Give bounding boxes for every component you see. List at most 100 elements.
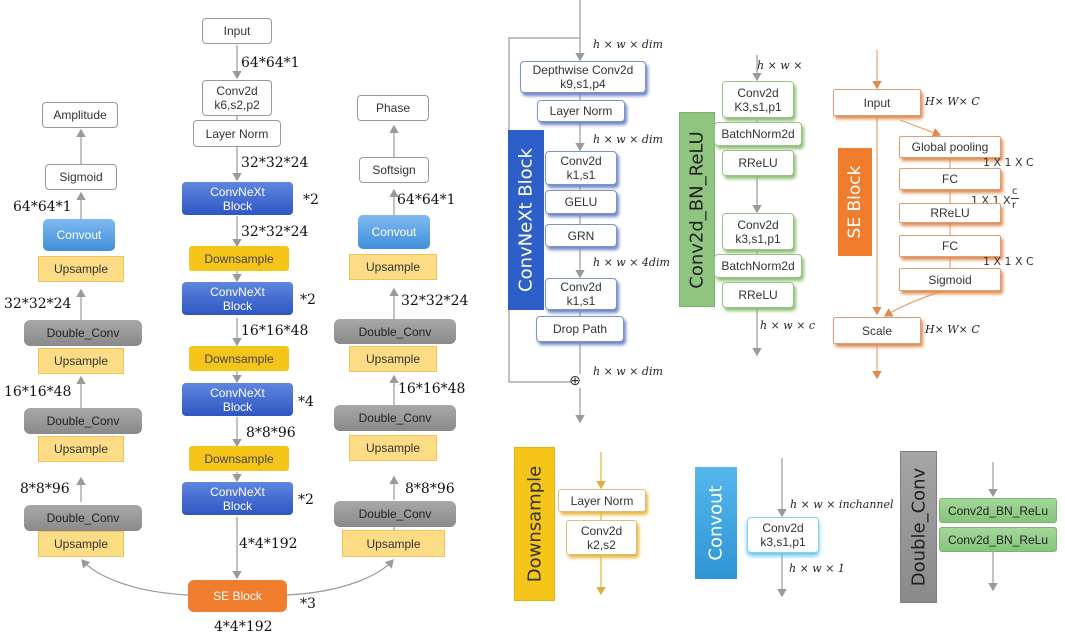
dim-label: 1 X 1 X C (983, 255, 1034, 268)
convout-title: Convout (705, 485, 727, 561)
conv2d-bn-relu-node: Conv2d_BN_ReLu (939, 498, 1057, 523)
fraction-denominator: r (1012, 200, 1017, 211)
fraction-bar (1011, 198, 1019, 199)
convout-node: Convout (43, 219, 115, 251)
shape-label: 4*4*192 (239, 536, 298, 552)
shape-label: 32*32*24 (4, 296, 72, 312)
downsample-node: Downsample (189, 346, 289, 371)
dim-label: h × w × c (760, 319, 816, 332)
convnext-block-node: ConvNeXt Block (182, 182, 293, 215)
conv2d-node: Conv2d k6,s2,p2 (202, 80, 272, 116)
fc-node: FC (899, 168, 1001, 190)
se-block-node: SE Block (188, 580, 287, 612)
dim-label: h × w × dim (593, 133, 663, 146)
double-conv-node: Double_Conv (334, 319, 456, 344)
layer-norm-node: Layer Norm (558, 489, 646, 512)
dim-label: h × w × dim (593, 38, 663, 51)
conv2d-node: Conv2d K3,s1,p1 (722, 81, 794, 118)
shape-label: 16*16*48 (241, 323, 309, 339)
amplitude-output-node: Amplitude (42, 102, 118, 128)
downsample-node: Downsample (189, 246, 289, 271)
repeat-label: *4 (298, 394, 314, 410)
double-conv-title-bar: Double_Conv (900, 451, 937, 603)
downsample-title: Downsample (524, 465, 545, 583)
conv2d-bn-relu-title: Conv2d_BN_ReLU (686, 130, 708, 289)
repeat-label: *2 (298, 492, 314, 508)
se-block-title: SE Block (845, 165, 865, 239)
upsample-node: Upsample (38, 531, 124, 557)
dim-label: h × w × 1 (789, 562, 845, 575)
conv2d-node: Conv2d k3,s1,p1 (747, 517, 819, 553)
conv2d-node: Conv2d k1,s1 (545, 278, 617, 310)
shape-label: 32*32*24 (241, 155, 309, 171)
rrelu-node: RReLU (899, 203, 1001, 223)
convnext-block-node: ConvNeXt Block (182, 383, 293, 416)
upsample-node: Upsample (349, 254, 437, 280)
convnext-block-node: ConvNeXt Block (182, 482, 293, 515)
se-block-title-bar: SE Block (838, 148, 872, 256)
drop-path-node: Drop Path (536, 316, 624, 342)
layer-norm-node: Layer Norm (193, 120, 281, 147)
se-input-node: Input (833, 89, 921, 116)
double-conv-node: Double_Conv (334, 501, 456, 527)
shape-label: 8*8*96 (246, 425, 296, 441)
repeat-label: *3 (300, 596, 316, 612)
layer-norm-node: Layer Norm (537, 100, 625, 122)
shape-label: 8*8*96 (405, 481, 455, 497)
shape-label: 32*32*24 (241, 224, 309, 240)
convout-node: Convout (358, 215, 430, 249)
convnext-block-title: ConvNeXt Block (515, 148, 537, 292)
double-conv-node: Double_Conv (24, 505, 142, 531)
shape-label: 4*4*192 (214, 619, 273, 635)
convout-title-bar: Convout (695, 467, 737, 579)
batchnorm-node: BatchNorm2d (714, 254, 802, 278)
global-pooling-node: Global pooling (899, 136, 1001, 158)
gelu-node: GELU (545, 190, 617, 214)
upsample-node: Upsample (349, 435, 437, 461)
input-node: Input (202, 18, 272, 44)
dim-label: h × w × (757, 59, 803, 72)
conv2d-node: Conv2d k1,s1 (545, 151, 617, 185)
conv2d-bn-relu-title-bar: Conv2d_BN_ReLU (679, 112, 715, 307)
upsample-node: Upsample (38, 436, 124, 462)
shape-label: 8*8*96 (20, 481, 70, 497)
shape-label: 64*64*1 (397, 192, 456, 208)
downsample-title-bar: Downsample (514, 447, 555, 601)
convnext-block-title-bar: ConvNeXt Block (508, 130, 544, 310)
double-conv-title: Double_Conv (908, 467, 929, 587)
upsample-node: Upsample (38, 348, 124, 374)
upsample-node: Upsample (38, 256, 124, 282)
repeat-label: *2 (303, 192, 319, 208)
conv2d-node: Conv2d k2,s2 (566, 520, 637, 555)
scale-node: Scale (833, 317, 921, 344)
dim-label: 1 X 1 X C (983, 156, 1034, 169)
shape-label: 32*32*24 (401, 293, 469, 309)
conv2d-bn-relu-node: Conv2d_BN_ReLu (939, 527, 1057, 552)
upsample-node: Upsample (349, 346, 437, 372)
grn-node: GRN (545, 224, 617, 247)
shape-label: 64*64*1 (241, 55, 300, 71)
dim-label: h × w × 4dim (593, 256, 670, 269)
upsample-node: Upsample (342, 530, 445, 557)
shape-label: 64*64*1 (13, 199, 72, 215)
shape-label: 16*16*48 (398, 381, 466, 397)
fc-node: FC (899, 235, 1001, 257)
add-icon: ⊕ (569, 373, 581, 389)
dim-label: h × w × dim (593, 365, 663, 378)
batchnorm-node: BatchNorm2d (714, 122, 802, 146)
rrelu-node: RReLU (722, 150, 794, 176)
dim-label: H× W× C (925, 95, 980, 108)
depthwise-conv-node: Depthwise Conv2d k9,s1,p4 (520, 61, 646, 93)
double-conv-node: Double_Conv (24, 408, 142, 434)
repeat-label: *2 (300, 292, 316, 308)
conv2d-node: Conv2d k3,s1,p1 (722, 213, 794, 250)
double-conv-node: Double_Conv (334, 405, 456, 431)
convnext-block-node: ConvNeXt Block (182, 282, 293, 315)
sigmoid-node: Sigmoid (45, 164, 117, 190)
double-conv-node: Double_Conv (24, 320, 142, 346)
sigmoid-node: Sigmoid (899, 268, 1001, 291)
fraction-numerator: c (1012, 186, 1018, 197)
phase-output-node: Phase (357, 95, 429, 121)
softsign-node: Softsign (359, 157, 429, 183)
rrelu-node: RReLU (722, 282, 794, 308)
